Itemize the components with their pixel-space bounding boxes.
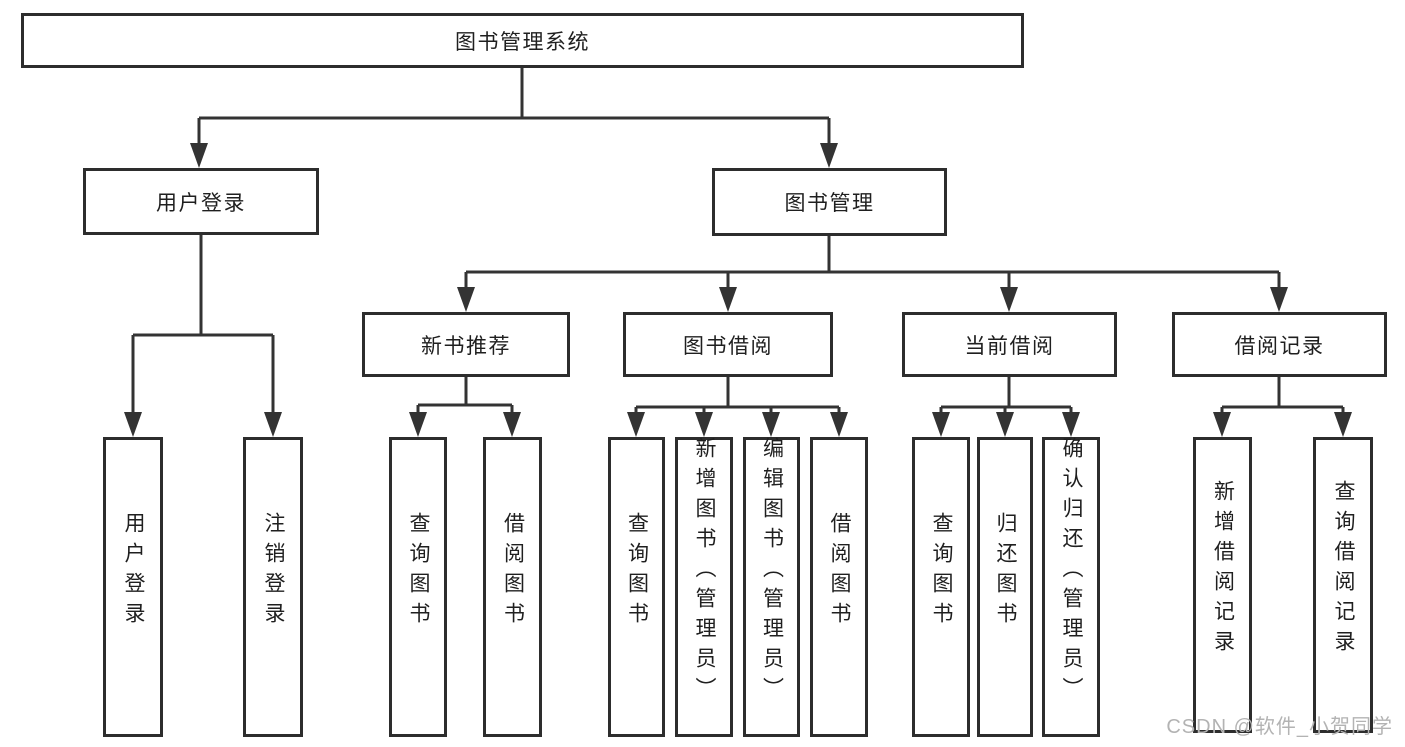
arrow-icon bbox=[627, 412, 645, 437]
node-label: 确认归还（管理员） bbox=[1060, 437, 1083, 707]
arrow-icon bbox=[190, 143, 208, 168]
node-borrow-records: 借阅记录 bbox=[1172, 312, 1387, 377]
node-label: 查询图书 bbox=[407, 512, 430, 632]
edge-root-to-level2 bbox=[197, 68, 831, 164]
arrow-icon bbox=[124, 412, 142, 437]
leaf-query-books-recommend: 查询图书 bbox=[389, 437, 447, 737]
watermark: CSDN @软件_小贺同学 bbox=[1166, 716, 1393, 738]
arrowheads bbox=[124, 143, 1352, 437]
node-label: 新增图书（管理员） bbox=[693, 437, 716, 707]
arrow-icon bbox=[1062, 412, 1080, 437]
arrow-icon bbox=[719, 287, 737, 312]
arrow-icon bbox=[932, 412, 950, 437]
leaf-add-borrow-record: 新增借阅记录 bbox=[1193, 437, 1252, 733]
leaf-user-login: 用户登录 bbox=[103, 437, 163, 737]
leaf-edit-books-admin: 编辑图书（管理员） bbox=[743, 437, 800, 737]
arrow-icon bbox=[1334, 412, 1352, 437]
arrow-icon bbox=[457, 287, 475, 312]
leaf-add-books-admin: 新增图书（管理员） bbox=[675, 437, 733, 737]
leaf-query-books-borrow: 查询图书 bbox=[608, 437, 665, 737]
leaf-borrow-books-recommend: 借阅图书 bbox=[483, 437, 542, 737]
arrow-icon bbox=[695, 412, 713, 437]
node-label: 借阅记录 bbox=[1234, 334, 1325, 358]
node-book-borrow: 图书借阅 bbox=[623, 312, 833, 377]
edge-borrow-records-children bbox=[1220, 377, 1345, 433]
node-root: 图书管理系统 bbox=[21, 13, 1024, 68]
node-label: 注销登录 bbox=[262, 512, 285, 632]
edge-user-login-children bbox=[131, 235, 275, 433]
node-label: 借阅图书 bbox=[828, 512, 851, 632]
leaf-query-borrow-record: 查询借阅记录 bbox=[1313, 437, 1373, 733]
edge-book-borrow-children bbox=[634, 377, 841, 433]
node-label: 新增借阅记录 bbox=[1211, 480, 1235, 660]
node-label: 归还图书 bbox=[994, 512, 1017, 632]
node-label: 查询借阅记录 bbox=[1332, 480, 1355, 660]
node-book-management: 图书管理 bbox=[712, 168, 947, 236]
node-new-book-recommend: 新书推荐 bbox=[362, 312, 570, 377]
node-label: 编辑图书（管理员） bbox=[760, 437, 784, 707]
arrow-icon bbox=[1213, 412, 1231, 437]
node-label: 用户登录 bbox=[122, 512, 145, 632]
node-label: 借阅图书 bbox=[501, 512, 525, 632]
node-label: 图书借阅 bbox=[683, 334, 773, 358]
arrow-icon bbox=[1270, 287, 1288, 312]
arrow-icon bbox=[762, 412, 780, 437]
arrow-icon bbox=[996, 412, 1014, 437]
node-label: 新书推荐 bbox=[421, 334, 511, 358]
arrow-icon bbox=[409, 412, 427, 437]
node-label: 图书管理系统 bbox=[455, 30, 590, 54]
leaf-confirm-return-admin: 确认归还（管理员） bbox=[1042, 437, 1100, 737]
arrow-icon bbox=[1000, 287, 1018, 312]
node-label: 查询图书 bbox=[625, 512, 649, 632]
node-user-login: 用户登录 bbox=[83, 168, 319, 235]
leaf-borrow-books: 借阅图书 bbox=[810, 437, 868, 737]
edge-book-management-children bbox=[464, 236, 1281, 308]
leaf-logout: 注销登录 bbox=[243, 437, 303, 737]
arrow-icon bbox=[264, 412, 282, 437]
node-label: 图书管理 bbox=[784, 192, 875, 215]
node-label: 查询图书 bbox=[930, 512, 953, 632]
edge-new-book-rec-children bbox=[416, 377, 514, 433]
arrow-icon bbox=[830, 412, 848, 437]
node-current-borrow: 当前借阅 bbox=[902, 312, 1117, 377]
arrow-icon bbox=[820, 143, 838, 168]
leaf-query-books-current: 查询图书 bbox=[912, 437, 970, 737]
leaf-return-books: 归还图书 bbox=[977, 437, 1033, 737]
node-label: 用户登录 bbox=[156, 191, 246, 215]
node-label: 当前借阅 bbox=[964, 334, 1055, 358]
arrow-icon bbox=[503, 412, 521, 437]
